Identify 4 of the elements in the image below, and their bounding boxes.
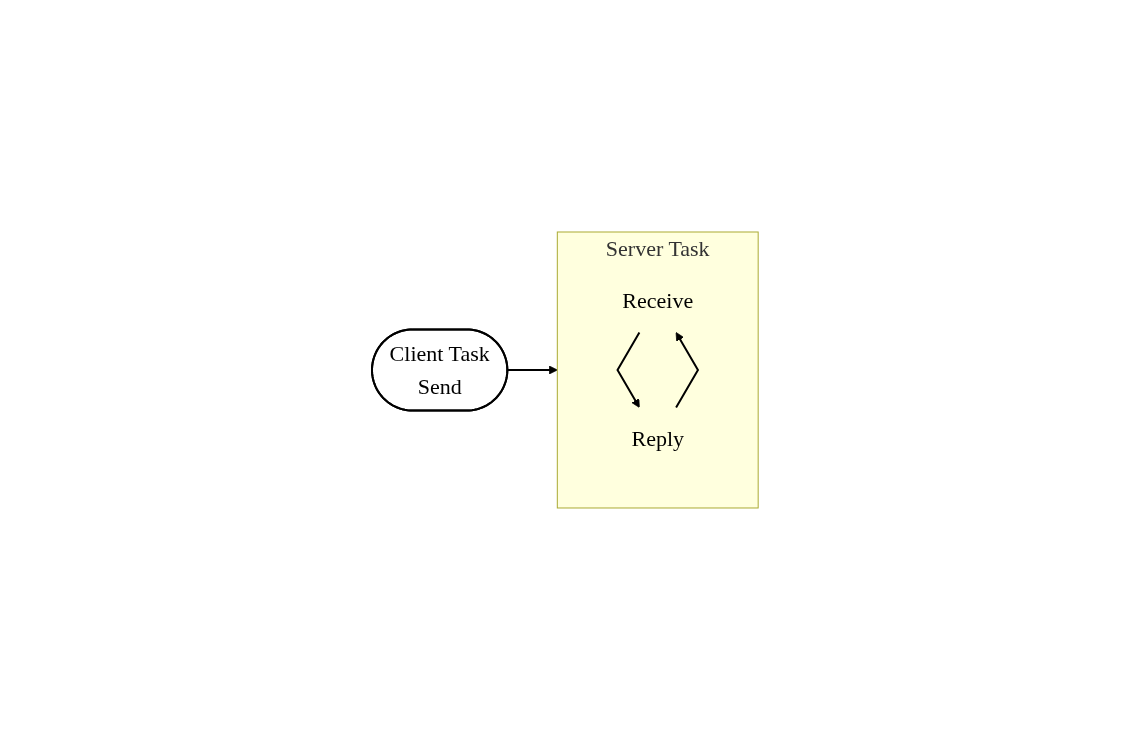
arrow	[616, 331, 641, 408]
node-text: Receive	[622, 288, 694, 314]
arrow	[675, 332, 700, 409]
node-text: Reply	[631, 426, 685, 452]
